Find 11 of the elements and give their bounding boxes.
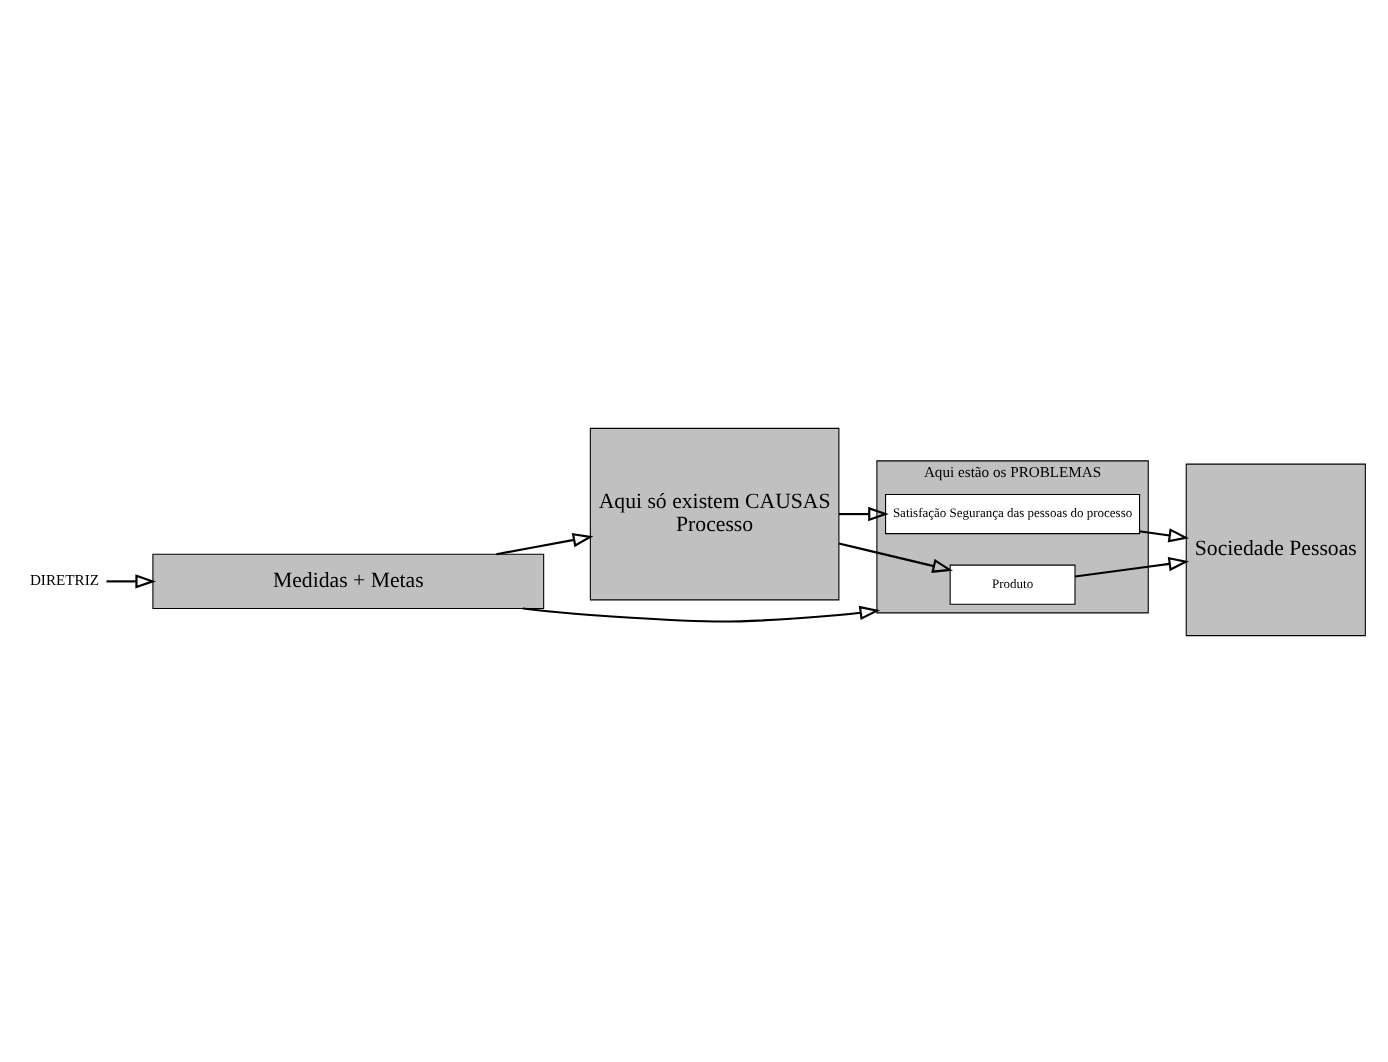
node-box: Medidas + Metas	[152, 552, 545, 609]
arrow	[1075, 555, 1190, 577]
arrow	[106, 573, 156, 588]
arrow	[1139, 527, 1190, 542]
arrow	[838, 541, 953, 572]
node-text: DIRETRIZ	[29, 570, 99, 589]
arrow	[496, 531, 594, 555]
arrow	[522, 604, 881, 622]
arrow	[839, 505, 889, 521]
node-box: Sociedade Pessoas	[1185, 462, 1366, 636]
node-box: Aqui só existem CAUSAS Processo	[589, 426, 840, 600]
